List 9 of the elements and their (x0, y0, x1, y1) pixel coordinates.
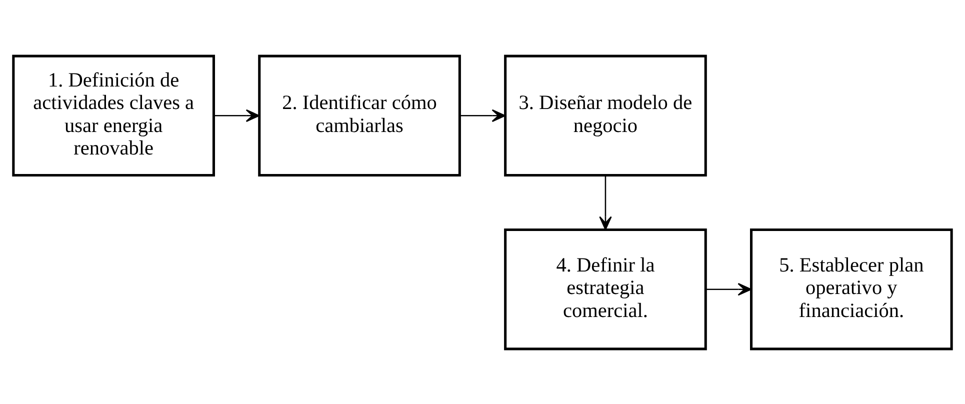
node-box: 3. Diseñar modelo de negocio (504, 54, 707, 176)
arrow (214, 108, 260, 122)
node-box: 4. Definir la estrategia comercial. (504, 228, 707, 350)
arrow (706, 282, 752, 296)
arrow (460, 108, 506, 122)
node-box: 5. Establecer plan operativo y financiación. (750, 228, 953, 350)
node-box: 1. Definición de actividades claves a usar energia renovable (12, 54, 215, 176)
node-box: 2. Identificar cómo cambiarlas (258, 54, 461, 176)
arrow (599, 174, 612, 230)
